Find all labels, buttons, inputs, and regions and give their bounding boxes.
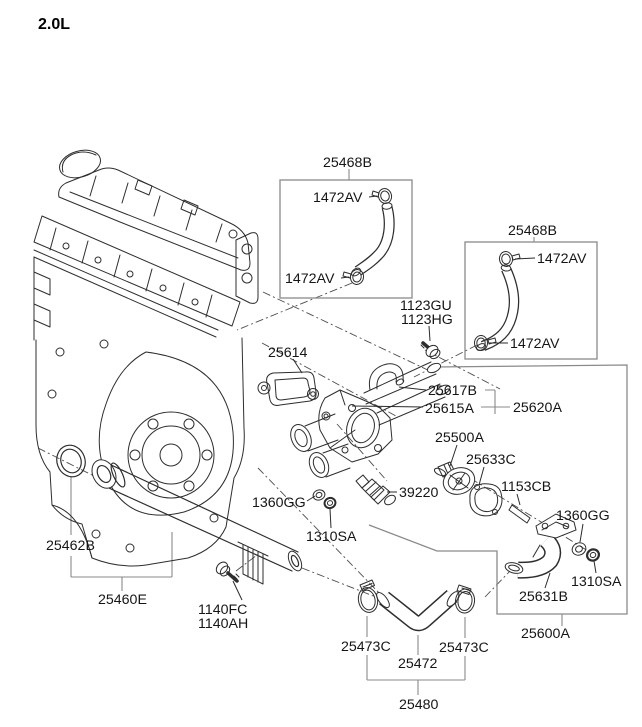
callout-25473C-left[interactable]: 25473C bbox=[341, 639, 391, 655]
callout-1140AH[interactable]: 1140AH bbox=[198, 616, 248, 632]
washer-1310SA-left bbox=[323, 496, 337, 510]
callout-25460E[interactable]: 25460E bbox=[98, 592, 147, 608]
callout-25468B-right[interactable]: 25468B bbox=[508, 223, 557, 239]
callout-1472AV-2[interactable]: 1472AV bbox=[285, 271, 335, 287]
thermostat-25500A bbox=[433, 461, 476, 495]
clamp-1472AV-lower-left bbox=[342, 269, 365, 285]
callout-25468B-left[interactable]: 25468B bbox=[323, 155, 372, 171]
clamp-25473C-left bbox=[357, 579, 379, 613]
washer-1310SA-right bbox=[585, 548, 601, 562]
callout-25600A[interactable]: 25600A bbox=[521, 626, 570, 642]
gasket-25633C bbox=[469, 483, 503, 517]
gasket-25614 bbox=[257, 371, 319, 406]
coolant-pipe-25460E bbox=[91, 459, 303, 572]
leader-lines bbox=[232, 195, 597, 601]
callout-1140FC[interactable]: 1140FC bbox=[198, 602, 247, 618]
bolt-1140FC bbox=[215, 561, 240, 583]
engine-variant-label: 2.0L bbox=[38, 16, 70, 33]
box-25600A bbox=[368, 364, 628, 615]
bolt-1123GU bbox=[420, 341, 441, 360]
assembly-boxes bbox=[279, 169, 628, 626]
hose-25468B-right bbox=[474, 251, 521, 351]
callout-25631B[interactable]: 25631B bbox=[519, 589, 568, 605]
oring-25462B bbox=[56, 444, 86, 478]
clamp-1472AV-lower-right bbox=[474, 335, 497, 351]
clamp-1472AV-upper-left bbox=[371, 188, 393, 204]
callout-1472AV-3[interactable]: 1472AV bbox=[537, 251, 587, 267]
fitting-assembly-25620A bbox=[290, 361, 451, 478]
callout-1310SA-right[interactable]: 1310SA bbox=[571, 574, 622, 590]
callout-25614[interactable]: 25614 bbox=[268, 345, 308, 361]
callout-1472AV-1[interactable]: 1472AV bbox=[313, 190, 363, 206]
callout-1360GG-left[interactable]: 1360GG bbox=[252, 495, 306, 511]
callout-1310SA-left[interactable]: 1310SA bbox=[306, 529, 357, 545]
dash-leader-lines bbox=[37, 282, 589, 600]
hose-25468B-left bbox=[342, 188, 395, 285]
clamp-25473C-right bbox=[454, 584, 476, 614]
clamp-1472AV-upper-right bbox=[498, 251, 521, 267]
box-25468B-right bbox=[464, 241, 598, 360]
lower-hose-25472 bbox=[357, 579, 476, 632]
callout-25633C[interactable]: 25633C bbox=[466, 452, 516, 468]
callout-labels: 25468B 1472AV 1472AV 25468B 1472AV 1472A… bbox=[46, 155, 622, 713]
callout-1472AV-4[interactable]: 1472AV bbox=[510, 336, 560, 352]
callout-25615A[interactable]: 25615A bbox=[425, 401, 474, 417]
callout-39220[interactable]: 39220 bbox=[399, 485, 439, 501]
callout-25472[interactable]: 25472 bbox=[398, 656, 438, 672]
callout-25620A[interactable]: 25620A bbox=[513, 400, 562, 416]
engine-illustration bbox=[33, 149, 269, 585]
callout-1123GU[interactable]: 1123GU bbox=[400, 298, 452, 314]
label-brackets bbox=[70, 389, 510, 695]
callout-1360GG-right[interactable]: 1360GG bbox=[556, 508, 610, 524]
callout-25480[interactable]: 25480 bbox=[399, 697, 439, 713]
box-25468B-left bbox=[279, 179, 413, 299]
callout-25500A[interactable]: 25500A bbox=[435, 430, 484, 446]
outlet-elbow-25631B bbox=[504, 513, 577, 579]
temp-sensor-39220 bbox=[355, 474, 396, 506]
callout-25617B[interactable]: 25617B bbox=[428, 383, 477, 399]
callout-1153CB[interactable]: 1153CB bbox=[501, 479, 551, 495]
callout-1123HG[interactable]: 1123HG bbox=[401, 312, 453, 328]
callout-25462B[interactable]: 25462B bbox=[46, 538, 95, 554]
stud-pin-1153CB bbox=[508, 504, 531, 524]
oring-1360GG-left bbox=[312, 489, 326, 501]
callout-25473C-right[interactable]: 25473C bbox=[439, 640, 489, 656]
oring-1360GG-right bbox=[571, 542, 587, 556]
